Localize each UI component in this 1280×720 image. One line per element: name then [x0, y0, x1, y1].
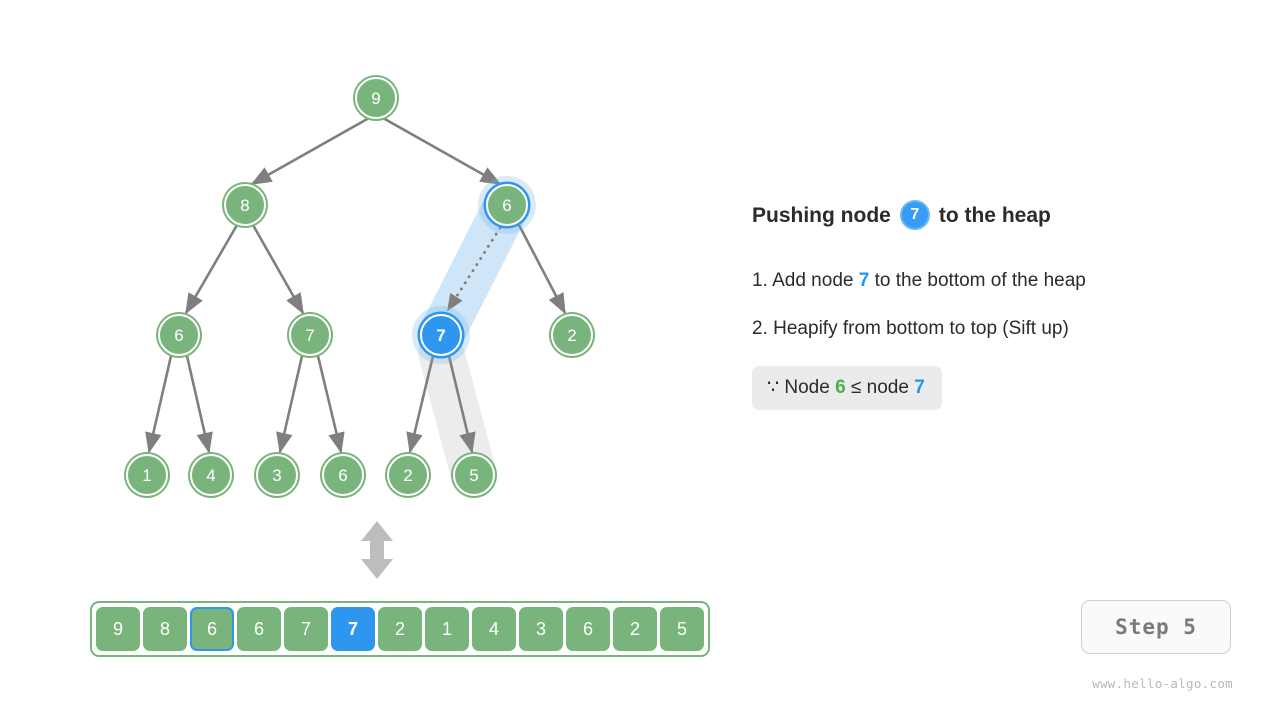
tree-node-label: 6	[338, 465, 348, 485]
inline-node-badge: 7	[899, 200, 930, 230]
reason-box: ∵ Node 6 ≤ node 7	[752, 366, 942, 410]
array-cell-label: 6	[582, 618, 593, 639]
reason-parent-value: 6	[835, 377, 846, 398]
array-cell-11[interactable]: 2	[613, 607, 657, 651]
array-cell-1[interactable]: 8	[143, 607, 187, 651]
reason-before: Node	[784, 377, 830, 398]
array-cell-label: 6	[206, 618, 217, 639]
array-cell-label: 3	[535, 618, 546, 639]
tree-node-label: 7	[305, 325, 315, 345]
array-cell-5-selected[interactable]: 7	[331, 607, 375, 651]
array-cell-3[interactable]: 6	[237, 607, 281, 651]
array-cell-10[interactable]: 6	[566, 607, 610, 651]
array-cell-label: 7	[347, 618, 358, 639]
array-cell-7[interactable]: 1	[425, 607, 469, 651]
explanation-panel: Pushing node 7 to the heap 1. Add node 7…	[752, 200, 1222, 410]
tree-node-label: 1	[142, 465, 152, 485]
array-cell-label: 2	[394, 618, 405, 639]
step-list: 1. Add node 7 to the bottom of the heap …	[752, 270, 1222, 410]
array-cell-12[interactable]: 5	[660, 607, 704, 651]
array-cell-label: 5	[676, 618, 687, 639]
tree-node-2-highlighted[interactable]: 6	[486, 184, 528, 226]
tree-node-7[interactable]: 1	[126, 454, 168, 496]
tree-node-label: 5	[469, 465, 479, 485]
footer-label: www.hello-algo.com	[1092, 676, 1233, 691]
tree-node-label: 2	[403, 465, 413, 485]
array-cell-8[interactable]: 4	[472, 607, 516, 651]
tree-node-label: 7	[436, 325, 446, 345]
reason-middle: node	[866, 377, 909, 398]
array-cell-4[interactable]: 7	[284, 607, 328, 651]
reason-child-value: 7	[914, 377, 925, 398]
array-cell-label: 8	[159, 618, 170, 639]
array-cell-label: 7	[300, 618, 311, 639]
step-2-text-before: Heapify from bottom to top (Sift up)	[773, 318, 1069, 339]
panel-title: Pushing node 7 to the heap	[752, 200, 1222, 230]
array-cell-0[interactable]: 9	[96, 607, 140, 651]
reason-operator: ≤	[850, 377, 862, 398]
array-cell-6[interactable]: 2	[378, 607, 422, 651]
step-badge-label: Step 5	[1115, 615, 1197, 639]
tree-node-5-selected[interactable]: 7	[420, 314, 462, 356]
double-arrow-vertical-icon	[361, 521, 393, 579]
footer-watermark: www.hello-algo.com	[1075, 676, 1233, 691]
step-1-text-before: Add node	[772, 270, 854, 291]
tree-node-11[interactable]: 2	[387, 454, 429, 496]
tree-node-4[interactable]: 7	[289, 314, 331, 356]
edge-group	[145, 116, 567, 454]
tree-node-label: 6	[174, 325, 184, 345]
array-cell-label: 9	[112, 618, 123, 639]
heap-tree: 9 8 6 6 7 7 2 1 4 3 6 2 5	[0, 0, 740, 580]
array-cell-2-parent-highlight[interactable]: 6	[190, 607, 234, 651]
step-1-value: 7	[858, 270, 870, 291]
step-2-number: 2.	[752, 318, 768, 339]
inline-node-label: 7	[910, 206, 920, 223]
panel-title-suffix: to the heap	[938, 203, 1051, 227]
step-1-text-after: to the bottom of the heap	[874, 270, 1086, 291]
tree-node-label: 2	[567, 325, 577, 345]
step-item-1: 1. Add node 7 to the bottom of the heap	[752, 270, 1222, 292]
array-cell-9[interactable]: 3	[519, 607, 563, 651]
array-cell-label: 1	[441, 618, 452, 639]
tree-node-label: 6	[502, 195, 512, 215]
tree-node-label: 9	[371, 88, 381, 108]
array-cell-label: 4	[488, 618, 499, 639]
heap-array: 9 8 6 6 7 7 2 1 4 3 6 2 5	[90, 601, 710, 657]
tree-node-label: 4	[206, 465, 216, 485]
step-item-2: 2. Heapify from bottom to top (Sift up)	[752, 318, 1222, 340]
tree-node-8[interactable]: 4	[190, 454, 232, 496]
because-symbol: ∵	[767, 377, 780, 398]
tree-node-label: 8	[240, 195, 250, 215]
array-cell-label: 2	[629, 618, 640, 639]
tree-node-9[interactable]: 3	[256, 454, 298, 496]
tree-node-12[interactable]: 5	[453, 454, 495, 496]
array-cell-label: 6	[253, 618, 264, 639]
tree-node-label: 3	[272, 465, 282, 485]
step-1-number: 1.	[752, 270, 768, 291]
step-badge: Step 5	[1081, 600, 1231, 654]
tree-node-6[interactable]: 2	[551, 314, 593, 356]
tree-node-3[interactable]: 6	[158, 314, 200, 356]
panel-title-prefix: Pushing node	[752, 203, 891, 227]
tree-node-0[interactable]: 9	[355, 77, 397, 119]
tree-node-1[interactable]: 8	[224, 184, 266, 226]
tree-node-10[interactable]: 6	[322, 454, 364, 496]
